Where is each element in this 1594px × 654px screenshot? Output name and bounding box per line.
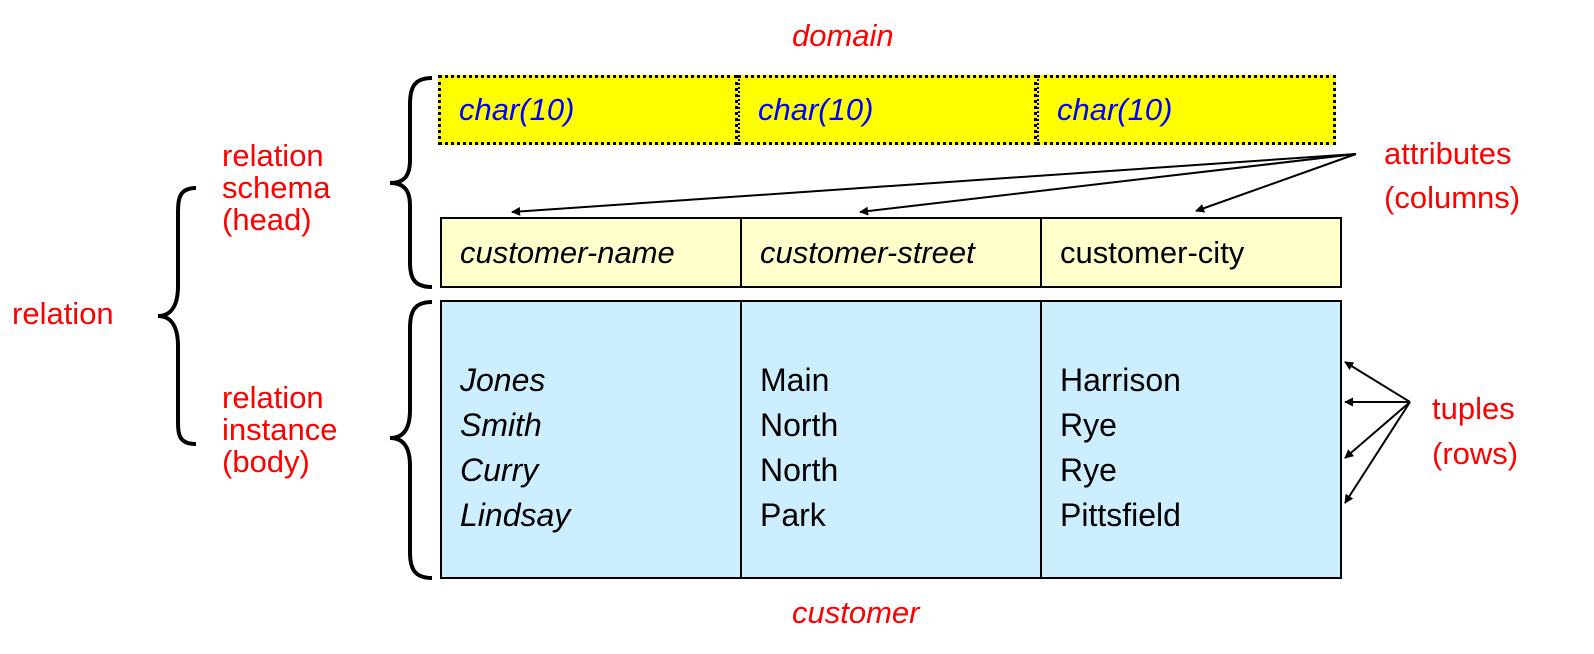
table-cell: Harrison	[1060, 362, 1181, 398]
attribute-arrow	[511, 153, 1357, 216]
table-cell: Lindsay	[460, 497, 571, 533]
relation-schema-label: relation schema (head)	[222, 140, 331, 236]
table-cell: Main	[760, 362, 830, 398]
table-cell: North	[760, 452, 839, 488]
table-cell: Curry	[460, 452, 539, 488]
table-cell: Smith	[460, 407, 542, 443]
attributes-label: attributes (columns)	[1384, 132, 1520, 220]
table-cell: North	[760, 407, 839, 443]
table-cell: Jones	[460, 362, 546, 398]
relation-schema-line-2: schema	[222, 170, 331, 205]
schema-header-row: customer-name customer-street customer-c…	[440, 217, 1342, 288]
domain-cell: char(10)	[1037, 75, 1336, 145]
attribute-arrow	[1195, 153, 1357, 213]
header-customer-street: customer-street	[740, 219, 1040, 286]
tuple-arrow	[1344, 401, 1411, 459]
domain-row: char(10) char(10) char(10)	[438, 75, 1336, 145]
column-customer-street: Main North North Park	[740, 302, 1040, 577]
column-customer-name: Jones Smith Curry Lindsay	[442, 302, 740, 577]
relation-instance-line-2: instance	[222, 412, 338, 447]
tuples-line-2: (rows)	[1432, 436, 1519, 471]
attribute-arrow	[859, 153, 1357, 216]
table-cell: Park	[760, 497, 826, 533]
schema-brace	[389, 76, 433, 289]
domain-cell: char(10)	[738, 75, 1037, 145]
attributes-line-2: (columns)	[1384, 180, 1521, 215]
relation-schema-line-3: (head)	[222, 202, 312, 237]
tuple-arrow	[1344, 401, 1411, 504]
relation-body: Jones Smith Curry Lindsay Main North Nor…	[440, 300, 1342, 579]
domain-label: domain	[792, 18, 894, 53]
relation-instance-line-3: (body)	[222, 444, 310, 479]
tuples-label: tuples (rows)	[1432, 386, 1518, 476]
table-cell: Pittsfield	[1060, 497, 1181, 533]
relation-schema-line-1: relation	[222, 138, 324, 173]
header-customer-city: customer-city	[1040, 219, 1340, 286]
instance-brace	[389, 300, 433, 580]
table-cell: Rye	[1060, 407, 1117, 443]
attributes-line-1: attributes	[1384, 136, 1512, 171]
column-customer-city: Harrison Rye Rye Pittsfield	[1040, 302, 1340, 577]
relation-brace	[157, 186, 197, 446]
relation-label: relation	[12, 296, 114, 331]
table-name-label: customer	[792, 595, 920, 630]
domain-cell: char(10)	[438, 75, 738, 145]
tuple-arrow	[1344, 361, 1411, 403]
relation-instance-line-1: relation	[222, 380, 324, 415]
table-cell: Rye	[1060, 452, 1117, 488]
header-customer-name: customer-name	[460, 234, 675, 270]
relation-instance-label: relation instance (body)	[222, 382, 337, 478]
tuples-line-1: tuples	[1432, 391, 1515, 426]
